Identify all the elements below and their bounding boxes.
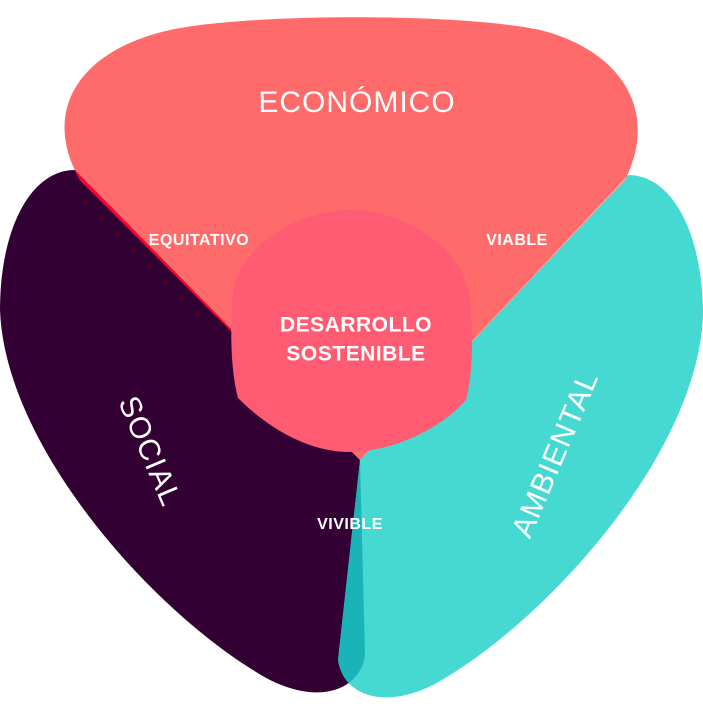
label-equitativo: EQUITATIVO (149, 232, 249, 249)
label-viable: VIABLE (486, 232, 548, 249)
center-desarrollo-shape (231, 210, 473, 452)
label-vivible: VIVIBLE (317, 516, 383, 533)
label-economico: ECONÓMICO (258, 86, 455, 119)
set-ambiental-shape (338, 175, 703, 698)
label-desarrollo: DESARROLLO (280, 314, 432, 337)
set-social-shape (0, 170, 365, 693)
label-sostenible: SOSTENIBLE (286, 343, 425, 366)
